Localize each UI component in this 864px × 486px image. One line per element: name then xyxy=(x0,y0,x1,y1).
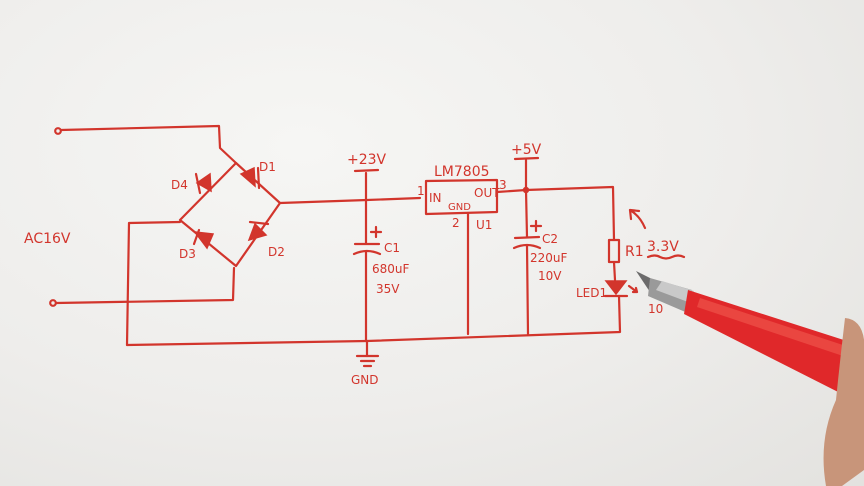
resistor-r1 xyxy=(607,238,621,282)
wire-ground-bus xyxy=(125,294,622,347)
diode-d1 xyxy=(239,166,261,190)
regulator-pin3: 3 xyxy=(499,178,507,192)
rail-23v-bar xyxy=(353,168,380,173)
wire-23v-rail xyxy=(278,196,422,205)
r1-ref: R1 xyxy=(625,244,644,260)
c1-voltage: 35V xyxy=(376,282,400,296)
bridge-rectifier xyxy=(178,161,282,268)
r1-value: 3.3V xyxy=(647,239,679,255)
pen-icon xyxy=(636,271,864,486)
diode-d1-label: D1 xyxy=(259,160,276,174)
r1-value-underline xyxy=(646,254,686,260)
rail-5v-bar xyxy=(513,156,540,161)
c1-value: 680uF xyxy=(372,262,410,276)
bridge-outline xyxy=(178,161,282,268)
ac-source-label: AC16V xyxy=(24,231,71,247)
diode-d3 xyxy=(192,228,215,250)
regulator-pin1: 1 xyxy=(417,184,425,198)
led-led1 xyxy=(603,280,639,298)
diode-d4-label: D4 xyxy=(171,178,188,192)
wire-5v-rail xyxy=(495,185,616,242)
current-arrow-icon xyxy=(628,208,647,230)
regulator-box xyxy=(424,178,499,216)
ac-input xyxy=(49,124,238,307)
wire-negative-left xyxy=(125,220,182,347)
c2-voltage: 10V xyxy=(538,269,562,283)
regulator-pin-gnd: GND xyxy=(448,202,471,213)
regulator-pin2: 2 xyxy=(452,216,460,230)
wire-ac-bottom xyxy=(54,266,236,305)
c2-ref: C2 xyxy=(542,232,558,246)
diode-d3-label: D3 xyxy=(179,247,196,261)
wire-ac-top xyxy=(59,124,238,165)
capacitor-c1 xyxy=(352,198,383,343)
regulator-pin-out: OUT xyxy=(474,186,500,200)
partial-label: 10 xyxy=(648,302,663,316)
diode-d2-label: D2 xyxy=(268,245,285,259)
c2-value: 220uF xyxy=(530,251,568,265)
capacitor-c2 xyxy=(512,188,543,336)
c1-ref: C1 xyxy=(384,241,400,255)
ac-terminal-top xyxy=(54,127,62,135)
ground-symbol xyxy=(355,339,380,368)
regulator-lm7805 xyxy=(424,178,499,336)
diode-d4 xyxy=(194,172,212,195)
regulator-name: LM7805 xyxy=(434,164,490,180)
rail-23v-label: +23V xyxy=(347,152,387,168)
regulator-ref: U1 xyxy=(476,218,492,232)
rail-5v-label: +5V xyxy=(511,142,542,158)
regulator-pin-in: IN xyxy=(429,191,442,205)
diode-d2 xyxy=(247,220,270,242)
led-ref: LED1 xyxy=(576,286,607,300)
ground-label: GND xyxy=(351,373,379,387)
